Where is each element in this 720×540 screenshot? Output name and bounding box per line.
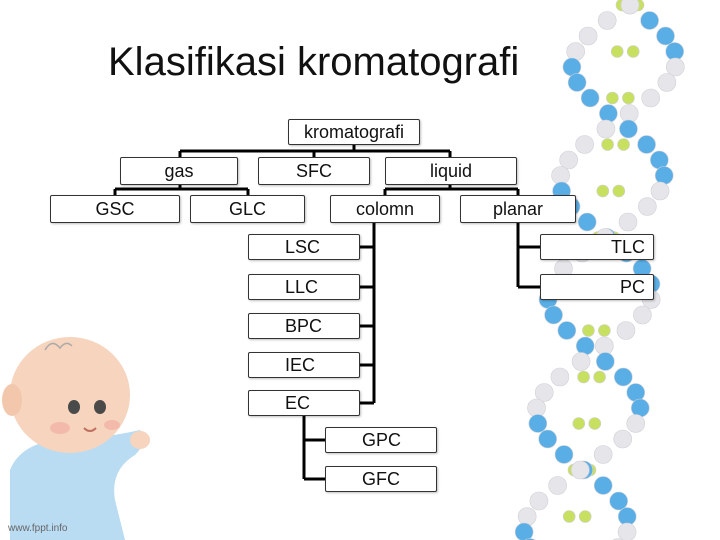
node-sfc: SFC	[258, 157, 370, 185]
node-lsc: LSC	[248, 234, 360, 260]
node-kromatografi: kromatografi	[288, 119, 420, 145]
node-colomn: colomn	[330, 195, 440, 223]
node-bpc: BPC	[248, 313, 360, 339]
node-glc: GLC	[190, 195, 305, 223]
node-gfc: GFC	[325, 466, 437, 492]
node-gsc: GSC	[50, 195, 180, 223]
node-ec: EC	[248, 390, 360, 416]
node-gpc: GPC	[325, 427, 437, 453]
node-liquid: liquid	[385, 157, 517, 185]
watermark: www.fppt.info	[8, 523, 68, 534]
node-tlc: TLC	[540, 234, 654, 260]
node-iec: IEC	[248, 352, 360, 378]
slide-title: Klasifikasi kromatografi	[108, 40, 520, 84]
node-planar: planar	[460, 195, 576, 223]
node-gas: gas	[120, 157, 238, 185]
node-llc: LLC	[248, 274, 360, 300]
node-pc: PC	[540, 274, 654, 300]
